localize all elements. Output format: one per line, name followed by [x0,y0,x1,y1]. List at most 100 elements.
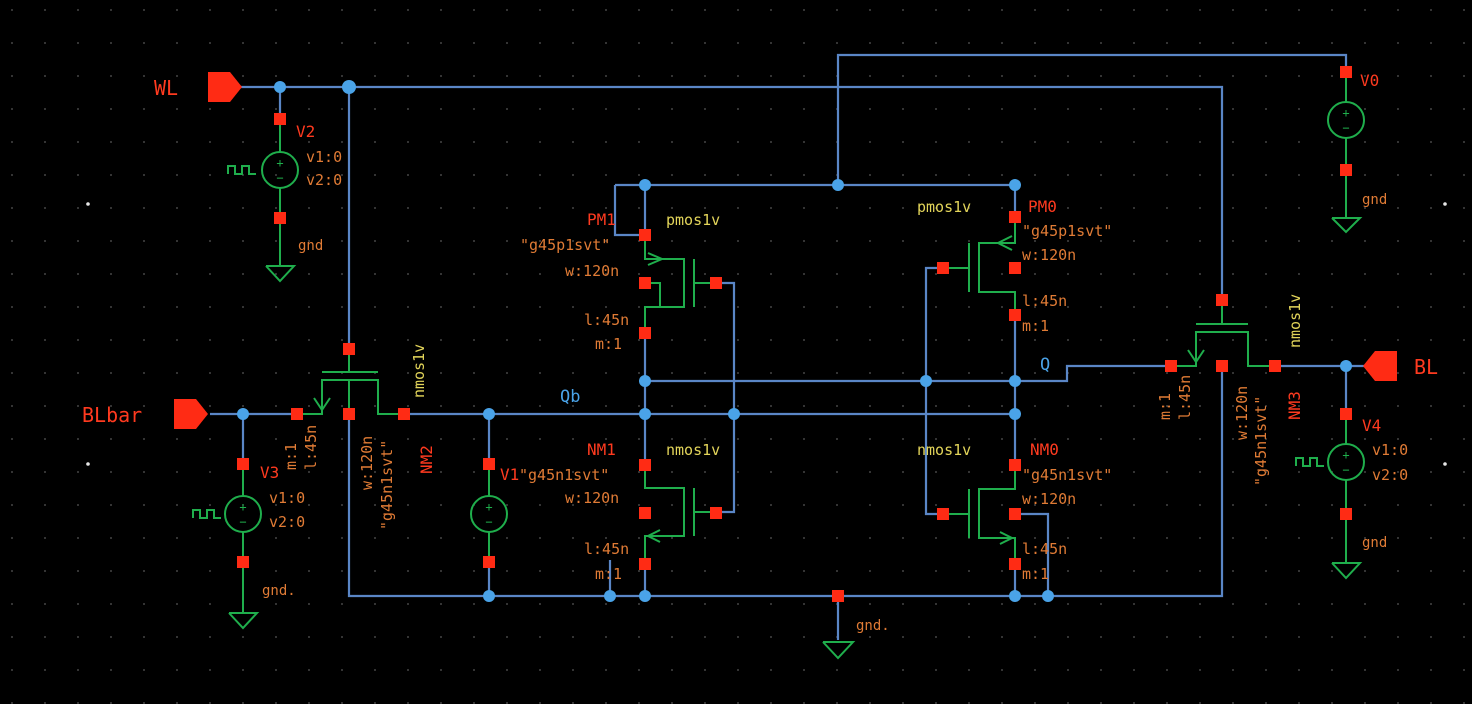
pin-v0-plus[interactable] [1340,66,1352,78]
wire-nm0-bulk[interactable] [1015,512,1050,596]
grid-dot [473,9,475,11]
grid-dot [1430,108,1432,110]
wire-q[interactable] [1015,364,1171,383]
grid-dot [1166,570,1168,572]
pin-v3-plus[interactable] [237,458,249,470]
grid-dot [836,240,838,242]
pin-v3-minus[interactable] [237,556,249,568]
pin-nm0-d[interactable] [1009,459,1021,471]
grid-dot [869,240,871,242]
nm1-model: "g45n1svt" [519,466,609,484]
grid-dot [1397,570,1399,572]
grid-dot [1331,9,1333,11]
grid-dot [836,306,838,308]
v3-name: V3 [260,463,279,482]
pin-gnd-main[interactable] [832,590,844,602]
grid-dot [341,273,343,275]
pin-v4-minus[interactable] [1340,508,1352,520]
pin-v4-plus[interactable] [1340,408,1352,420]
grid-dot [1463,207,1465,209]
pin-pm1-s[interactable] [639,229,651,241]
grid-dot [1463,273,1465,275]
v4-symbol[interactable]: + − [1295,414,1365,580]
pin-nm2-b[interactable] [343,408,355,420]
pin-nm2-d[interactable] [398,408,410,420]
pin-nm0-b[interactable] [1009,508,1021,520]
pin-nm3-b[interactable] [1216,360,1228,372]
pin-nm0-g[interactable] [937,508,949,520]
pin-pm0-d[interactable] [1009,309,1021,321]
grid-dot [968,405,970,407]
grid-dot [704,108,706,110]
grid-dot [638,339,640,341]
pin-nm0-s[interactable] [1009,558,1021,570]
pin-nm1-g[interactable] [639,507,651,519]
wire-pm0-gate[interactable] [924,266,943,516]
v1-name: V1 [500,465,519,484]
wire-vdd-pm1[interactable] [613,185,645,237]
pin-v2-plus[interactable] [274,113,286,125]
nm0-symbol[interactable] [943,465,1016,564]
pin-v1-minus[interactable] [483,556,495,568]
pin-v0-minus[interactable] [1340,164,1352,176]
grid-dot [473,702,475,704]
grid-dot [143,240,145,242]
grid-dot [1364,75,1366,77]
wl-pin-icon[interactable] [208,72,242,102]
pm0-symbol[interactable] [943,217,1016,315]
grid-dot [770,636,772,638]
pin-pm0-g[interactable] [937,262,949,274]
pin-v2-minus[interactable] [274,212,286,224]
pin-pm1-g[interactable] [639,277,651,289]
pm1-symbol[interactable] [644,235,716,333]
pin-nm3-s[interactable] [1165,360,1177,372]
v3-symbol[interactable]: + − [192,464,262,630]
v2-symbol[interactable]: + − [227,118,299,283]
pin-nm3-d[interactable] [1269,360,1281,372]
wire-wl[interactable] [240,85,1224,300]
pin-nm2-g[interactable] [343,343,355,355]
grid-dot [11,405,13,407]
grid-dot [11,471,13,473]
grid-dot [803,438,805,440]
pin-nm3-g[interactable] [1216,294,1228,306]
grid-dot [374,702,376,704]
nm2-symbol[interactable] [297,349,404,415]
pin-pm0-b[interactable] [1009,262,1021,274]
grid-dot [770,240,772,242]
pin-nm2-s[interactable] [291,408,303,420]
grid-dot [1166,108,1168,110]
pin-pm1-b[interactable] [710,277,722,289]
pin-nm1-d[interactable] [639,459,651,471]
wire-pm1-bulk[interactable] [716,281,736,514]
grid-dot [176,273,178,275]
grid-dot [242,9,244,11]
blbar-pin-icon[interactable] [174,399,208,429]
grid-dot [440,702,442,704]
grid-dot [1463,636,1465,638]
v0-symbol[interactable]: + − [1327,72,1365,234]
pin-v1-plus[interactable] [483,458,495,470]
grid-marker [1443,202,1447,206]
grid-dot [473,339,475,341]
grid-dot [1067,273,1069,275]
wire-vdd-v0[interactable] [836,53,1348,185]
pin-pm0-s[interactable] [1009,211,1021,223]
grid-dot [770,405,772,407]
bl-pin-icon[interactable] [1363,351,1397,381]
grid-dot [968,603,970,605]
grid-dot [1100,702,1102,704]
pin-pm1-d[interactable] [639,327,651,339]
grid-dot [869,9,871,11]
grid-dot [341,537,343,539]
grid-dot [176,9,178,11]
grid-dot [770,570,772,572]
grid-dot [968,75,970,77]
pin-nm1-s[interactable] [639,558,651,570]
nm3-symbol[interactable] [1171,300,1275,367]
grid-dot [308,702,310,704]
wire-gnd-rail[interactable] [347,366,1224,598]
pin-nm1-b[interactable] [710,507,722,519]
nm1-symbol[interactable] [644,465,716,564]
